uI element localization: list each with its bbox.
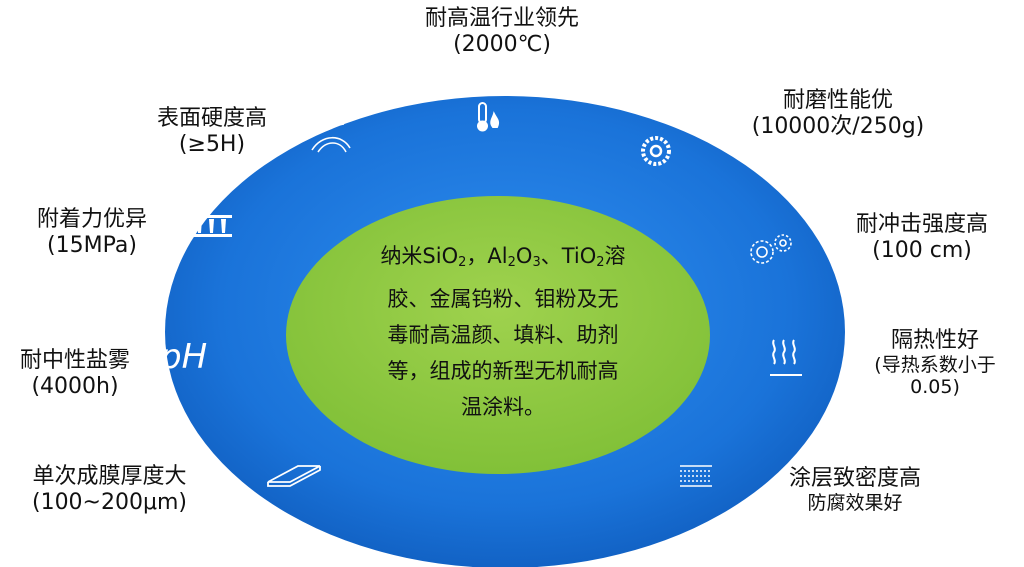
label-adhesion: 附着力优异 (15MPa) bbox=[12, 207, 172, 259]
label-impact-sub: (100 cm) bbox=[872, 237, 972, 263]
label-hardness-sub: (≥5H) bbox=[178, 131, 246, 157]
label-high-temp: 耐高温行业领先 (2000℃) bbox=[392, 6, 612, 58]
center-description: 纳米SiO2，Al2O3、TiO2溶 胶、金属钨粉、钼粉及无 毒耐高温颜、填料、… bbox=[318, 238, 688, 425]
label-impact-title: 耐冲击强度高 bbox=[855, 212, 988, 237]
label-dense: 涂层致密度高 防腐效果好 bbox=[760, 466, 950, 514]
label-insulation: 隔热性好 (导热系数小于 0.05) bbox=[850, 328, 1020, 399]
label-high-temp-title: 耐高温行业领先 bbox=[424, 6, 579, 31]
label-wear: 耐磨性能优 (10000次/250g) bbox=[728, 88, 948, 140]
label-wear-title: 耐磨性能优 bbox=[782, 88, 893, 113]
label-impact: 耐冲击强度高 (100 cm) bbox=[832, 212, 1012, 264]
label-salt-fog-sub: (4000h) bbox=[31, 373, 119, 399]
label-film-title: 单次成膜厚度大 bbox=[32, 464, 187, 489]
label-hardness-title: 表面硬度高 bbox=[156, 106, 267, 131]
label-hardness: 表面硬度高 (≥5H) bbox=[132, 106, 292, 158]
label-insulation-title: 隔热性好 bbox=[890, 328, 979, 353]
inner-disc bbox=[286, 196, 710, 474]
scratch-icon bbox=[311, 123, 351, 153]
label-adhesion-sub: (15MPa) bbox=[47, 232, 137, 258]
center-line-2: 胶、金属钨粉、钼粉及无 bbox=[387, 287, 619, 311]
gears-icon bbox=[750, 234, 792, 264]
label-dense-sub: 防腐效果好 bbox=[807, 491, 903, 514]
label-insulation-sub: (导热系数小于 bbox=[874, 353, 996, 376]
label-high-temp-sub: (2000℃) bbox=[453, 31, 551, 57]
panel-sheet-icon bbox=[267, 465, 321, 487]
center-line-3: 毒耐高温颜、填料、助剂 bbox=[387, 323, 619, 347]
label-film: 单次成膜厚度大 (100~200μm) bbox=[2, 464, 217, 516]
center-line-1: 纳米SiO2，Al2O3、TiO2溶 bbox=[380, 244, 626, 270]
ph-icon: pH bbox=[160, 337, 208, 377]
label-insulation-sub2: 0.05) bbox=[910, 376, 960, 399]
label-adhesion-title: 附着力优异 bbox=[36, 207, 147, 232]
label-salt-fog: 耐中性盐雾 (4000h) bbox=[0, 348, 150, 400]
dense-grid-icon bbox=[680, 465, 712, 487]
center-line-5: 温涂料。 bbox=[461, 395, 545, 419]
heat-waves-icon bbox=[770, 339, 802, 376]
label-wear-sub: (10000次/250g) bbox=[751, 113, 925, 139]
label-salt-fog-title: 耐中性盐雾 bbox=[19, 348, 130, 373]
adhesion-pillars-icon bbox=[192, 215, 232, 237]
thermometer-flame-icon bbox=[477, 102, 500, 132]
label-film-sub: (100~200μm) bbox=[31, 489, 187, 515]
center-line-4: 等，组成的新型无机耐高 bbox=[387, 359, 619, 383]
label-dense-title: 涂层致密度高 bbox=[788, 466, 921, 491]
tire-icon bbox=[641, 136, 671, 166]
